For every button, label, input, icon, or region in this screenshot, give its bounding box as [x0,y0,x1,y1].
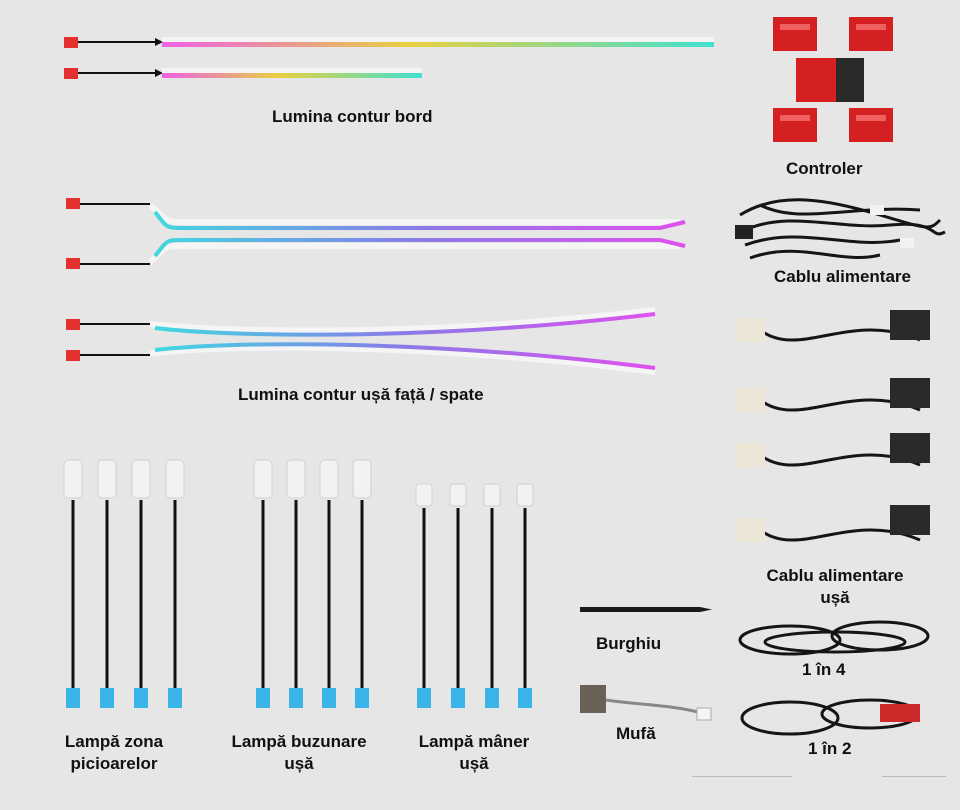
label-pocket-line2: ușă [284,754,314,773]
foot-lamps [63,459,185,708]
label-door-power-cable: Cablu alimentare ușă [752,565,918,609]
lamp-unit [63,459,83,708]
label-controller: Controler [786,159,863,178]
label-dash-light: Lumina contur bord [272,107,433,126]
plug-connector [580,685,712,721]
label-foot-lamp: Lampă zona picioarelor [46,731,182,775]
label-one-in-four: 1 în 4 [802,660,846,679]
divider-line [882,776,946,777]
label-door-power-line1: Cablu alimentare [766,566,904,585]
door-power-harnesses [735,310,930,542]
label-drill: Burghiu [596,634,662,653]
door-strip-pair-2 [66,307,656,375]
label-door-power-line2: ușă [820,588,850,607]
label-power-cable: Cablu alimentare [774,267,911,286]
pocket-lamps [253,459,372,708]
door-strip-pair-1 [66,198,686,269]
label-pocket-line1: Lampă buzunare [231,732,367,751]
divider-line [692,776,792,777]
drill-bit [580,607,712,612]
dash-strip-short [64,68,422,79]
dash-strip-long [64,37,714,48]
label-handle-line2: ușă [459,754,489,773]
one-in-two-cable [740,698,920,736]
one-in-four-cable [738,620,930,656]
label-handle-lamp: Lampă mâner ușă [404,731,544,775]
controller-modules [773,17,893,142]
label-door-light: Lumina contur ușă față / spate [238,385,484,404]
label-pocket-lamp: Lampă buzunare ușă [216,731,382,775]
label-foot-line2: picioarelor [70,754,158,773]
label-foot-line1: Lampă zona [64,732,164,751]
handle-lamps [415,483,534,708]
power-cable-harness [735,198,946,260]
label-one-in-two: 1 în 2 [808,739,852,758]
label-handle-line1: Lampă mâner [418,732,530,751]
label-plug: Mufă [616,724,656,743]
